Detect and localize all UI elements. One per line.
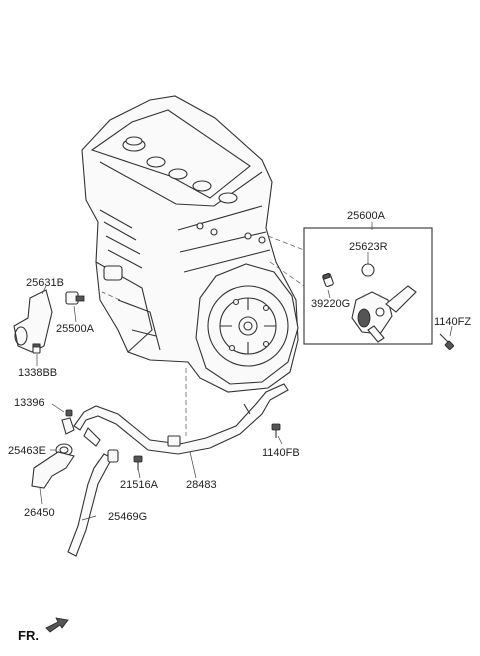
label-1338BB: 1338BB xyxy=(18,367,57,379)
label-1140FB: 1140FB xyxy=(262,447,300,459)
label-25469G: 25469G xyxy=(108,511,147,523)
engine-assembly xyxy=(81,95,299,393)
clip-13396 xyxy=(61,409,75,435)
hose-25469G xyxy=(67,449,119,557)
water-pump-assembly xyxy=(351,285,417,343)
label-39220G: 39220G xyxy=(311,298,350,310)
bolt-1338BB xyxy=(32,343,41,354)
front-direction-indicator: FR. xyxy=(18,617,69,643)
fr-label: FR. xyxy=(18,628,39,643)
o-ring-25623R xyxy=(361,263,375,277)
label-25623R: 25623R xyxy=(349,241,388,253)
label-13396: 13396 xyxy=(14,397,45,409)
pipe-bracket xyxy=(243,403,251,415)
bolt-1140FB xyxy=(271,423,281,438)
hose-25631B xyxy=(13,289,53,353)
leader-lines xyxy=(36,222,453,521)
front-arrow-icon xyxy=(45,617,69,633)
pipe-28483 xyxy=(73,383,289,455)
label-26450: 26450 xyxy=(24,507,55,519)
label-28483: 28483 xyxy=(186,479,217,491)
water-pump-kit-box xyxy=(303,227,433,345)
sensor-39220G xyxy=(322,272,334,287)
label-25600A: 25600A xyxy=(347,210,386,222)
bolt-1140FZ xyxy=(439,333,454,350)
label-21516A: 21516A xyxy=(120,479,159,491)
part-labels: 25600A 25623R 39220G 1140FZ 25631B 25500… xyxy=(8,210,471,523)
hose-26450 xyxy=(31,451,75,489)
bolt-21516A xyxy=(133,455,143,470)
label-1140FZ: 1140FZ xyxy=(434,316,471,328)
label-25631B: 25631B xyxy=(26,277,64,289)
label-25500A: 25500A xyxy=(56,323,95,335)
label-25463E: 25463E xyxy=(8,445,46,457)
thermostat-25500A xyxy=(65,291,85,305)
